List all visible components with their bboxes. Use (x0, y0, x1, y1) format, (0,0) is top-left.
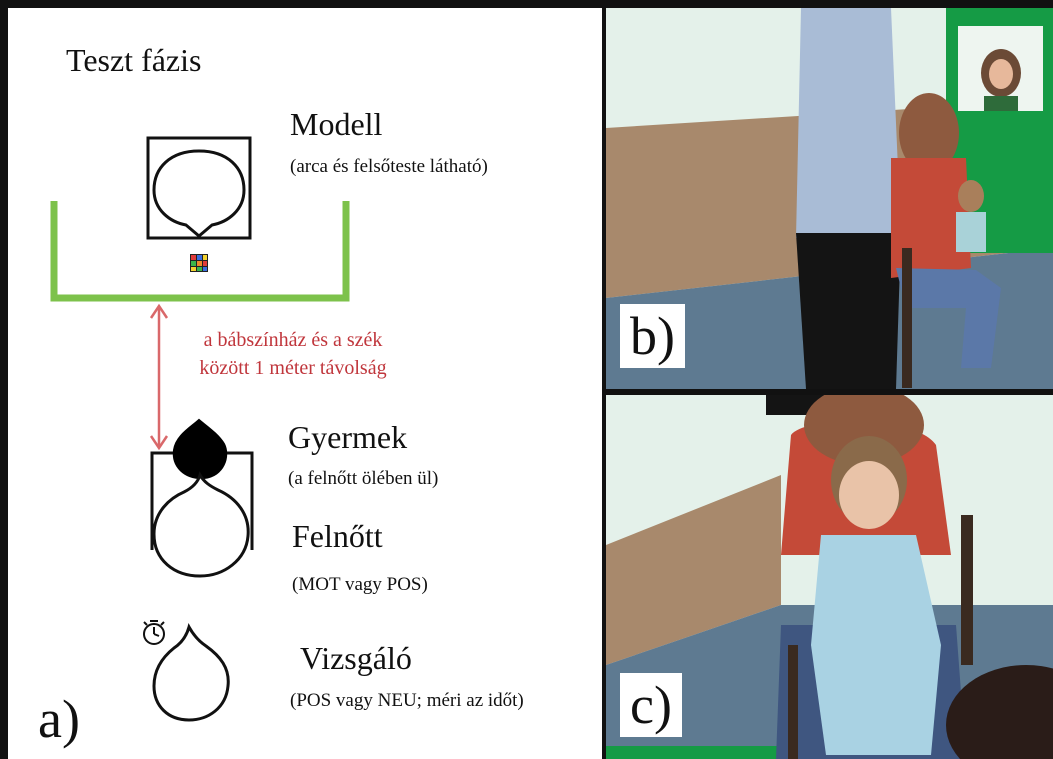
distance-arrow (149, 303, 169, 451)
examiner-shirt (796, 8, 901, 238)
chair-leg-right (961, 515, 973, 665)
model-label: Modell (290, 106, 383, 142)
chair-leg (902, 248, 912, 388)
panel-c-illustration: c) (606, 395, 1053, 759)
phase-title: Teszt fázis (66, 42, 202, 78)
examiner-label: Vizsgáló (300, 640, 412, 676)
child-face (839, 461, 899, 529)
model-head-shape (152, 149, 246, 238)
child-clothes (811, 535, 941, 755)
diagram-drawing (50, 136, 350, 722)
stopwatch-icon (143, 620, 165, 645)
child-head-shape (172, 418, 228, 480)
puppet-stage (50, 201, 350, 302)
distance-note-line-1: a bábszínház és a szék (203, 329, 383, 351)
child-head (958, 180, 984, 212)
panel-b-illustration: b) (606, 8, 1053, 389)
panel-b-letter: b) (620, 304, 685, 368)
rubiks-cube-icon (190, 254, 208, 272)
examiner-head-shape (152, 623, 230, 722)
examiner-head-foreground (946, 665, 1053, 759)
panel-c-letter: c) (620, 673, 682, 737)
examiner-description: (POS vagy NEU; méri az időt) (290, 690, 524, 711)
chair-leg-left (788, 645, 798, 759)
adult-jeans (896, 268, 1001, 368)
adult-description: (MOT vagy POS) (292, 574, 428, 595)
distance-note-line-2: között 1 méter távolság (199, 357, 387, 379)
panel-a-diagram: Teszt fázis Modell (arca és felsőteste l… (8, 8, 602, 759)
child-label: Gyermek (288, 419, 408, 455)
adult-hair (899, 93, 959, 173)
child-description: (a felnőtt ölében ül) (288, 468, 439, 489)
examiner-trousers (796, 233, 901, 389)
adult-head-shape (152, 471, 250, 578)
wall-brown-band (606, 475, 781, 665)
adult-label: Felnőtt (292, 518, 383, 554)
model-face (989, 59, 1013, 89)
model-description: (arca és felsőteste látható) (290, 156, 488, 177)
child-shirt (956, 212, 986, 252)
model-shirt (984, 96, 1018, 111)
panel-a-letter: a) (38, 689, 80, 749)
